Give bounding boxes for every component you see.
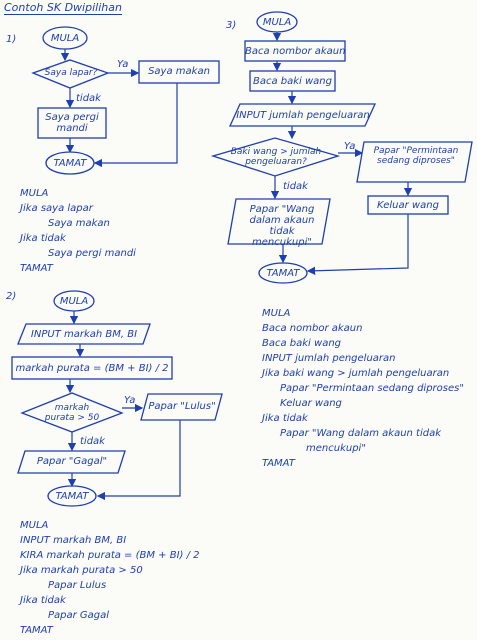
flow3-number: 3)	[226, 20, 237, 31]
flow1-no-label: tidak	[76, 93, 101, 104]
flow3-pseudo-line: Keluar wang	[280, 398, 342, 409]
flow1-yes-process-box	[138, 60, 220, 84]
flow2-end-label: TAMAT	[55, 491, 89, 502]
flow2-pseudo-line: KIRA markah purata = (BM + BI) / 2	[20, 550, 200, 561]
flow1-pseudo-line: Saya pergi mandi	[48, 248, 136, 259]
flow3-decision-diamond	[210, 137, 341, 177]
flow3-pseudo-line: mencukupi"	[306, 443, 366, 454]
flow1-start-label: MULA	[50, 33, 80, 44]
flow1-no-process-box	[37, 107, 107, 139]
flow2-pseudo-line: Jika tidak	[20, 595, 66, 606]
flow1-yes-label: Ya	[117, 59, 129, 70]
flow1-decision-label: Saya lapar?	[44, 68, 98, 78]
flow3-yes-box-label: Papar "Permintaan sedang diproses"	[373, 146, 459, 166]
flow1-yes-box-label: Saya makan	[148, 66, 210, 77]
flow2-decision-label: markah purata > 50	[44, 403, 100, 423]
flow2-pseudo-line: INPUT markah BM, BI	[20, 535, 127, 546]
flow2-decision-diamond	[20, 392, 124, 433]
flow3-no-label: tidak	[283, 181, 308, 192]
flow2-input-parallelogram	[17, 323, 151, 345]
flow1-pseudo-line: Jika tidak	[20, 233, 66, 244]
flow2-process-label: markah purata = (BM + BI) / 2	[15, 363, 169, 374]
flow3-pseudo-line: TAMAT	[262, 458, 295, 469]
flow2-process-box	[11, 356, 173, 380]
flow3-pseudo-line: MULA	[262, 308, 291, 319]
flow2-yes-output-parallelogram	[140, 393, 223, 421]
flow3-pseudo-line: Papar "Permintaan sedang diproses"	[280, 383, 464, 394]
flow2-pseudo-line: MULA	[20, 520, 49, 531]
flow3-pseudo-line: Jika tidak	[262, 413, 308, 424]
flow1-pseudo-line: MULA	[20, 188, 49, 199]
flow3-step1-label: Baca nombor akaun	[245, 46, 346, 57]
flow3-pseudo-line: Jika baki wang > jumlah pengeluaran	[262, 368, 450, 379]
flow2-pseudocode: MULA INPUT markah BM, BI KIRA markah pur…	[20, 518, 200, 638]
flow2-input-label: INPUT markah BM, BI	[30, 329, 138, 340]
page-title: Contoh SK Dwipilihan	[4, 1, 122, 15]
flow3-no-output-parallelogram	[227, 198, 331, 245]
flow1-pseudo-line: TAMAT	[20, 263, 53, 274]
flow2-start-label: MULA	[59, 296, 89, 307]
flow1-number: 1)	[6, 34, 17, 45]
flow3-pseudo-line: Papar "Wang dalam akaun tidak	[280, 428, 442, 439]
flow3-step2-label: Baca baki wang	[252, 76, 332, 87]
flow2-yes-box-label: Papar "Lulus"	[148, 401, 216, 412]
flow3-yes-label: Ya	[344, 141, 356, 152]
flow2-no-label: tidak	[80, 436, 105, 447]
flow2-yes-label: Ya	[124, 395, 136, 406]
flow2-pseudo-line: Papar Gagal	[48, 610, 110, 621]
flow3-yes-box2-label: Keluar wang	[377, 200, 439, 211]
flow3-yes-output-parallelogram	[356, 141, 473, 183]
flow1-end-label: TAMAT	[53, 158, 87, 169]
flow1-pseudocode: MULA Jika saya lapar Saya makan Jika tid…	[20, 186, 136, 276]
flow3-pseudo-line: INPUT jumlah pengeluaran	[262, 353, 396, 364]
flow1-pseudo-line: Jika saya lapar	[20, 203, 93, 214]
flow2-no-output-parallelogram	[17, 450, 126, 474]
flow3-step1-box	[244, 40, 346, 62]
flow2-number: 2)	[6, 291, 17, 302]
flow3-start-label: MULA	[262, 17, 292, 28]
flow3-pseudo-line: Baca baki wang	[262, 338, 342, 349]
flow2-pseudo-line: TAMAT	[20, 625, 53, 636]
flow3-input-label: INPUT jumlah pengeluaran	[236, 110, 370, 121]
flow1-pseudo-line: Saya makan	[48, 218, 110, 229]
flow2-pseudo-line: Papar Lulus	[48, 580, 107, 591]
flow3-pseudocode: MULA Baca nombor akaun Baca baki wang IN…	[262, 306, 464, 471]
flow3-no-box-label: Papar "Wang dalam akaun tidak mencukupi"	[249, 204, 315, 248]
flow3-input-parallelogram	[228, 103, 377, 127]
flow3-pseudo-line: Baca nombor akaun	[262, 323, 363, 334]
flow2-end-terminal	[47, 485, 97, 507]
flow3-end-label: TAMAT	[266, 268, 300, 279]
flow2-no-box-label: Papar "Gagal"	[36, 456, 108, 467]
flow1-no-box-label: Saya pergi mandi	[45, 112, 99, 134]
flow2-pseudo-line: Jika markah purata > 50	[20, 565, 143, 576]
flow3-decision-label: Baki wang > jumlah pengeluaran?	[230, 147, 322, 167]
